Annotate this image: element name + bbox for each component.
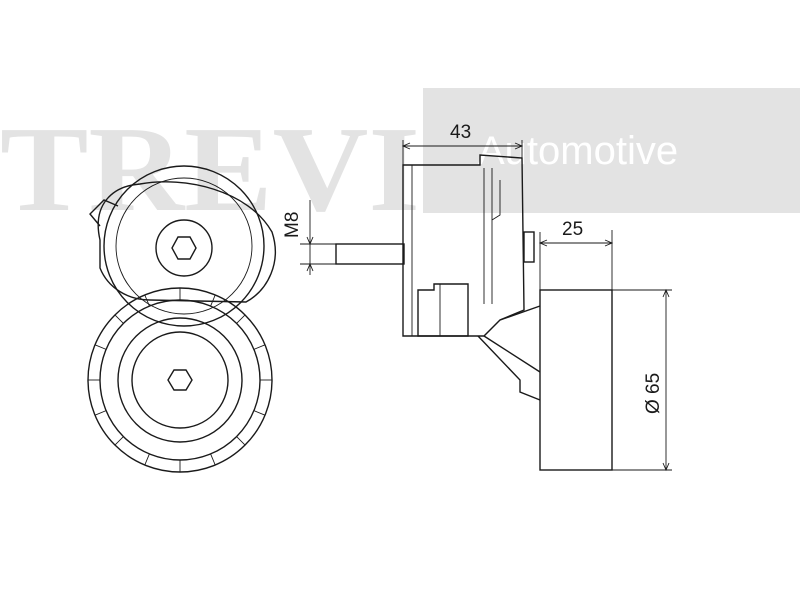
mount-bolt (523, 231, 535, 263)
upper-hex-socket (171, 236, 197, 260)
dim-m8-label: M8 (282, 212, 303, 238)
tensioner-arm (477, 305, 541, 401)
pulley-rim-slot (144, 453, 150, 466)
pulley-hub-inner (131, 331, 229, 429)
pulley-rim-slot (236, 314, 246, 324)
thread-shaft (335, 243, 405, 265)
dim-m8-arrow-bottom (306, 262, 314, 272)
pulley-rim-slot (144, 294, 150, 307)
side-view (335, 154, 613, 471)
watermark-band (423, 88, 800, 213)
upper-boss-outer (103, 165, 265, 327)
watermark: TREVI Automotive (0, 88, 800, 237)
pulley-rim-slot (253, 344, 266, 350)
front-view (87, 165, 276, 473)
pulley-rim-slot (236, 436, 246, 446)
dimensions: 43 M8 25 Ø 65 (282, 122, 672, 472)
dim-43-arrow-left (401, 142, 411, 150)
pulley-rim-slot (210, 294, 216, 307)
dim-25-arrow-right (604, 239, 614, 247)
housing-bracket (417, 283, 469, 337)
dim-65-arrow-top (662, 288, 670, 298)
pulley-hex-socket (167, 369, 193, 391)
pulley-rim-slot (210, 453, 216, 466)
pulley-rim-slot (253, 410, 266, 416)
upper-boss-ring (115, 177, 253, 315)
pulley-rim-slot (114, 436, 124, 446)
side-pulley (539, 289, 613, 471)
watermark-tagline: Automotive (478, 129, 678, 173)
dim-25-label: 25 (562, 219, 583, 240)
tensioner-clip (89, 199, 119, 227)
pulley-rim-slot (94, 410, 107, 416)
tensioner-body-outline (97, 181, 276, 303)
upper-boss-inner (155, 219, 213, 277)
watermark-brand: TREVI (0, 102, 420, 237)
pulley-hub-outer (117, 317, 243, 443)
dim-65-arrow-bottom (662, 462, 670, 472)
dim-43-label: 43 (450, 122, 471, 143)
dim-43-arrow-right (514, 142, 524, 150)
pulley-rim-slot (94, 344, 107, 350)
pulley-spokes (88, 288, 272, 472)
housing-groove (491, 180, 501, 221)
pulley-inner-rim (99, 299, 261, 461)
dim-m8-arrow-top (306, 236, 314, 246)
dim-65-label: Ø 65 (643, 373, 664, 414)
dim-25-arrow-left (538, 239, 548, 247)
pulley-rim-slot (114, 314, 124, 324)
